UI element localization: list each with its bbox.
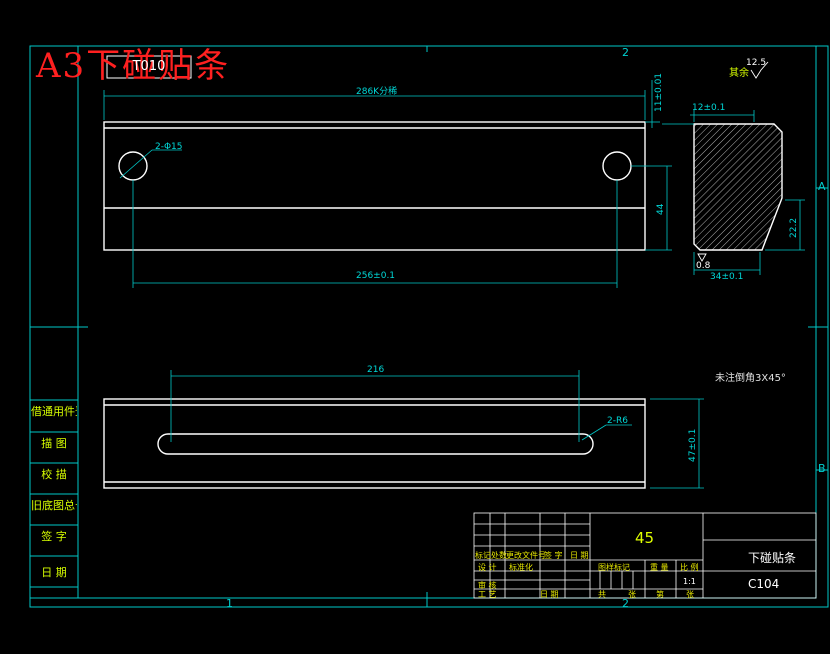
dim-section-width-bottom: 34±0.1 [710, 272, 744, 282]
side-label-2: 描 图 [41, 437, 67, 450]
frame-number-bottom-right: 2 [622, 597, 629, 610]
frame-letter-b: B [818, 462, 826, 475]
side-label-6: 日 期 [41, 566, 67, 579]
dim-roughness-other: 12.5 [746, 58, 767, 68]
sheet-frame [29, 45, 829, 608]
dim-bottom-slot-radius: 2-R6 [607, 416, 628, 426]
tb-header-mark: 标记 [475, 551, 491, 560]
tb-total: 共 [598, 590, 606, 599]
tb-sheet-1: 张 [628, 590, 636, 599]
tb-right-scale: 比 例 [680, 563, 699, 572]
tb-drawing-no: C104 [748, 577, 780, 591]
dim-section-height: 22.2 [789, 217, 799, 238]
roughness-other-label: 其余 [729, 68, 749, 79]
dim-top-overall: 286K分稀 [356, 87, 398, 97]
tb-header-sign: 签 字 [544, 551, 563, 560]
side-label-3: 校 描 [41, 468, 67, 481]
dim-bottom-slot-length: 216 [367, 365, 385, 375]
side-label-5: 签 字 [41, 530, 67, 543]
top-hole-right [602, 151, 632, 181]
tb-of: 第 [656, 590, 664, 599]
top-view-dims [103, 80, 672, 288]
bottom-view [103, 398, 646, 489]
dim-bottom-height: 47±0.1 [688, 428, 698, 462]
tb-mid-date: 日 期 [540, 590, 559, 599]
top-view [103, 121, 646, 251]
tb-scale: 1:1 [683, 577, 696, 586]
tb-mid-standard: 标准化 [509, 563, 533, 572]
bottom-view-dims [170, 370, 704, 489]
dim-top-hole-spacing: 256±0.1 [356, 271, 396, 281]
bottom-slot [157, 433, 594, 455]
tb-header-file: 更改文件号 [506, 551, 546, 560]
dim-top-hole: 2-Φ15 [155, 142, 183, 152]
code-box: T010 [132, 59, 166, 74]
tb-row-review: 审 核 [478, 581, 497, 590]
tb-header-date: 日 期 [570, 551, 589, 560]
dim-top-height: 44 [656, 203, 666, 215]
sheet-title: A3下碰贴条 [36, 46, 231, 86]
dim-section-width-top: 12±0.1 [692, 103, 726, 113]
frame-number-bottom-left: 1 [226, 597, 233, 610]
tb-part-name: 下碰贴条 [748, 551, 797, 565]
side-label-table [29, 399, 79, 599]
tb-right-weight: 重 量 [650, 563, 669, 572]
section-dims [662, 110, 805, 275]
roughness-symbols [697, 61, 769, 262]
top-hole-left [118, 151, 148, 181]
frame-number-top: 2 [622, 46, 629, 59]
tb-row-design: 设 计 [478, 563, 497, 572]
tb-material: 45 [635, 529, 655, 547]
side-label-1: 借通用件登记 [31, 405, 77, 418]
code-box-frame [106, 55, 192, 79]
tb-header-count: 处数 [491, 551, 507, 560]
tb-row-process: 工 艺 [478, 590, 497, 599]
tb-sheet-2: 张 [686, 590, 694, 599]
dim-top-thickness: 11±0.01 [654, 72, 664, 112]
frame-letter-a: A [818, 180, 826, 193]
dim-section-roughness: 0.8 [696, 261, 711, 271]
section-view [693, 123, 783, 251]
note-chamfer: 未注倒角3X45° [715, 373, 786, 384]
tb-right-mark: 图样标记 [598, 563, 630, 572]
side-label-4: 旧底图总号 [31, 499, 77, 512]
title-block-grid [473, 512, 817, 599]
